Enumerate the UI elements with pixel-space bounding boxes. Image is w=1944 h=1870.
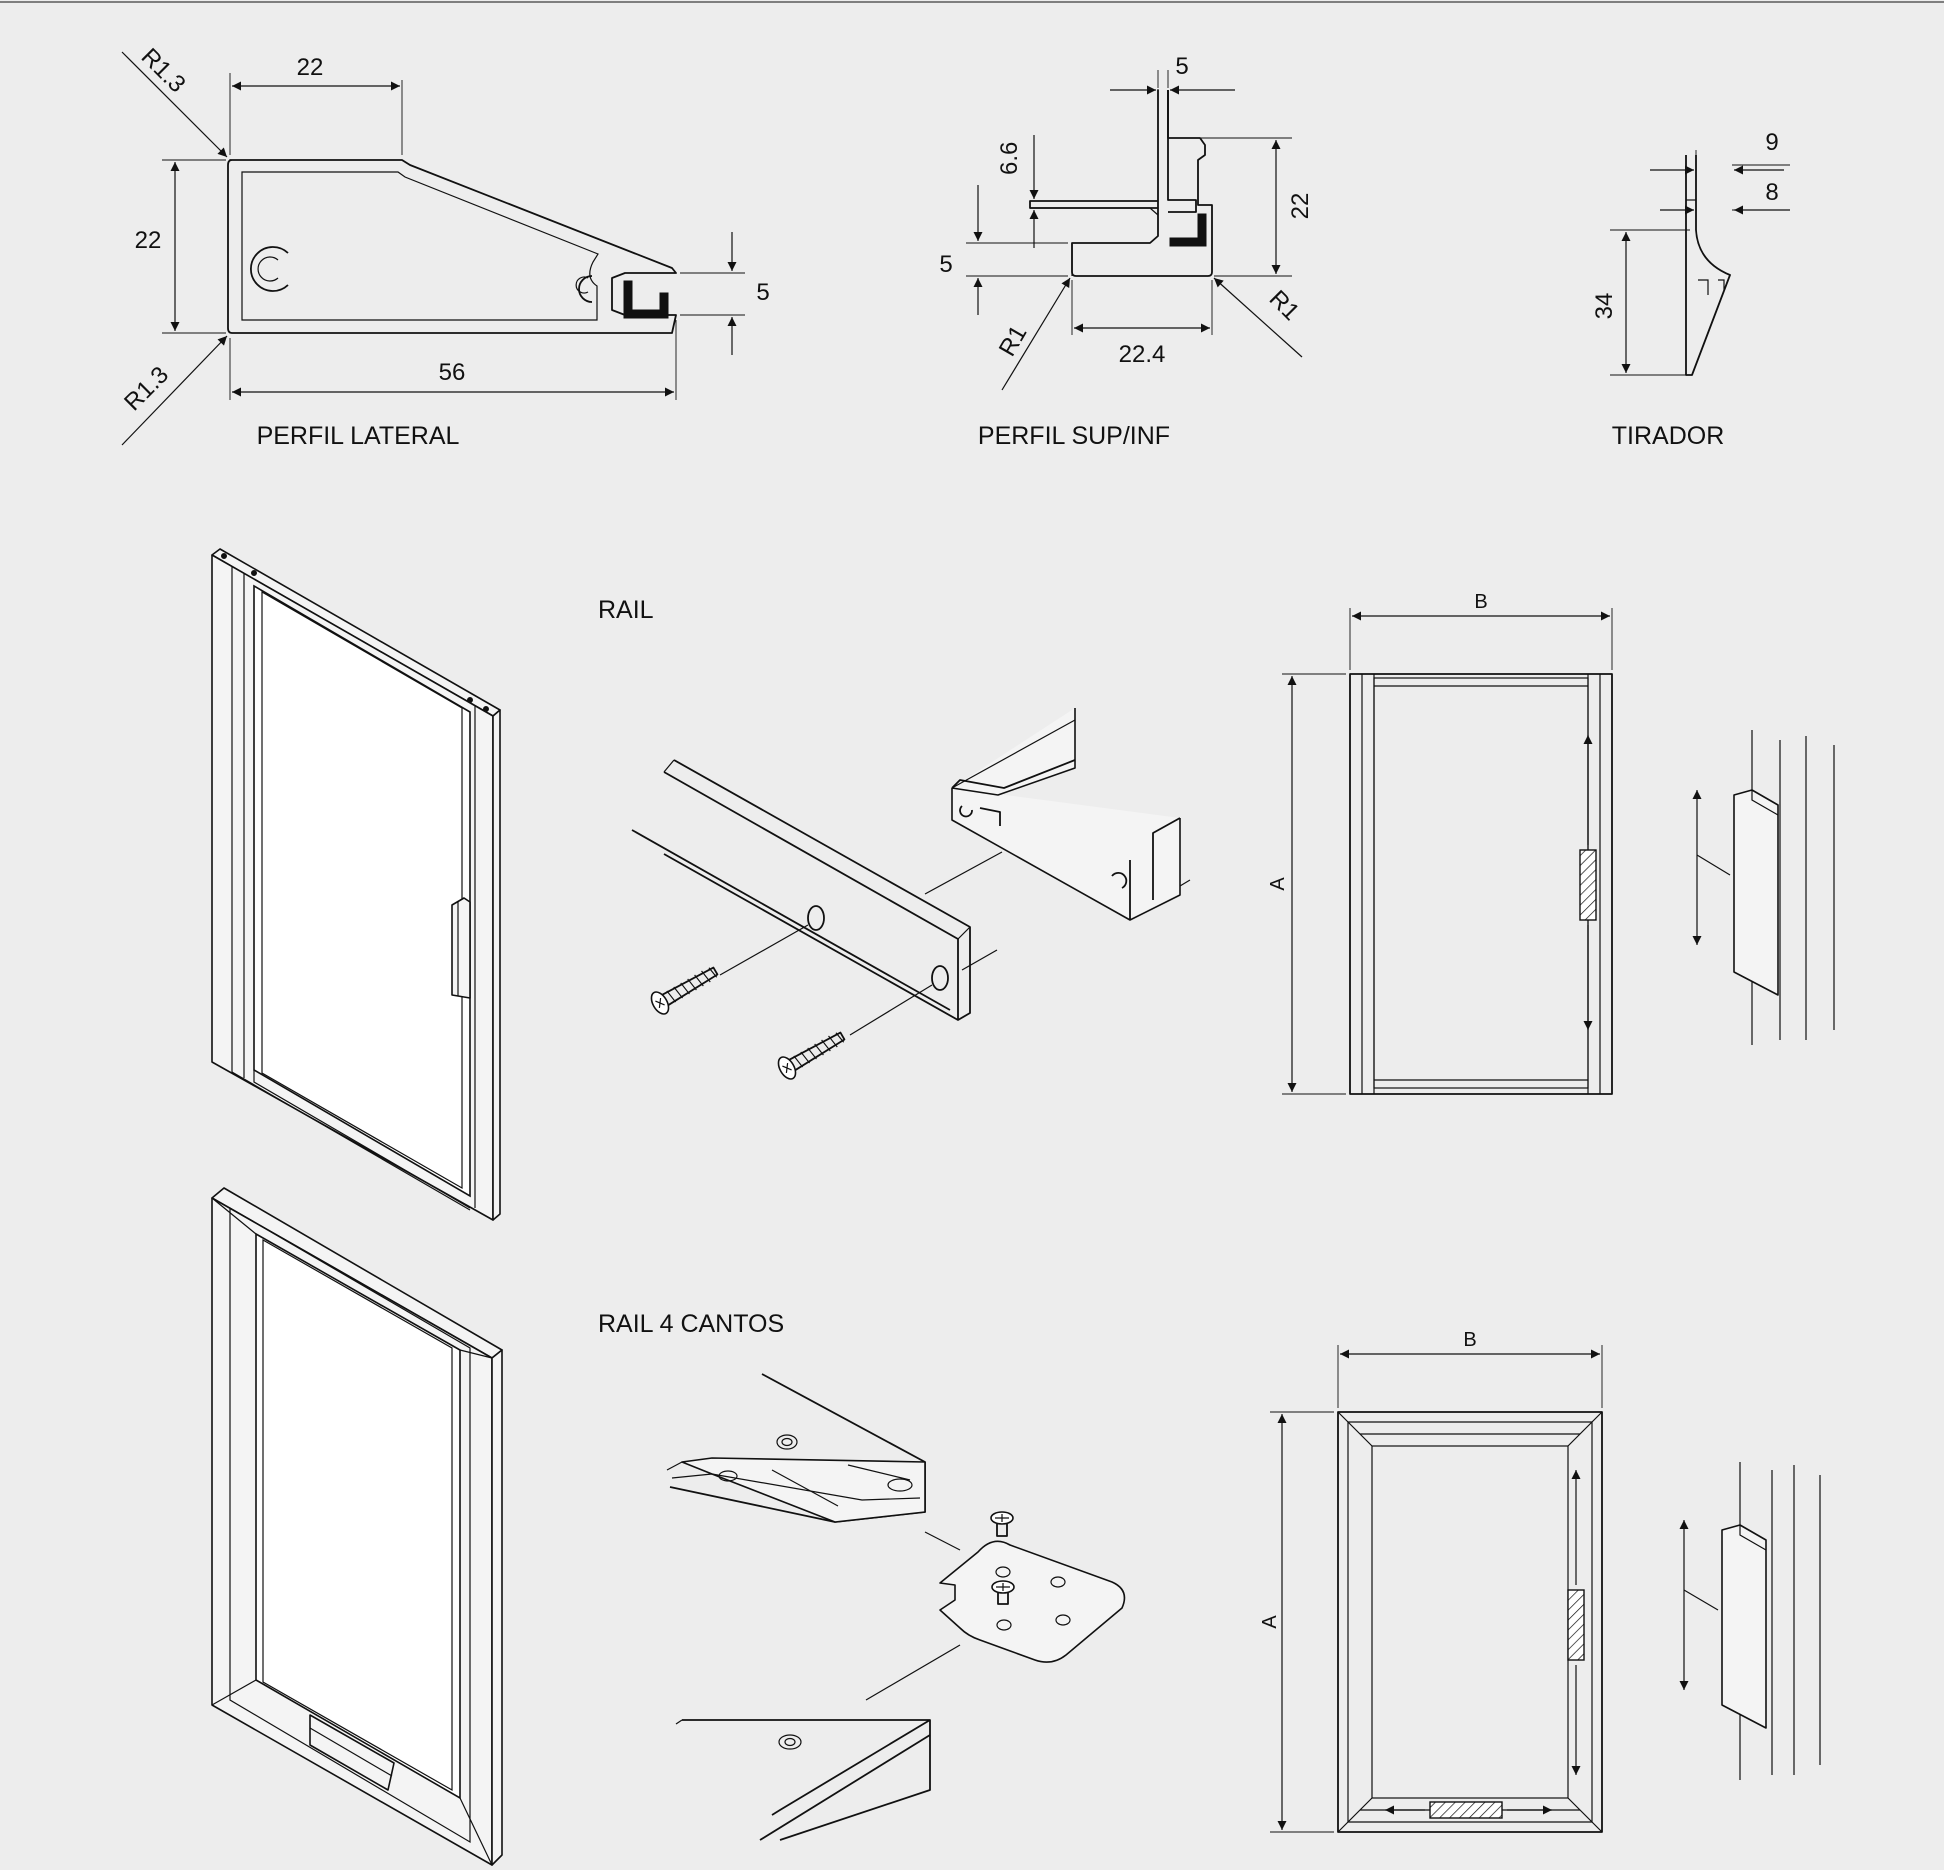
tirador-caption: TIRADOR [1612,422,1725,450]
tirador-gap-dim: 8 [1765,179,1778,206]
lateral-radius-top-dim: R1.3 [136,43,191,98]
perfil-lateral-section: 22 22 56 5 R1.3 R1.3 PERFIL LATERAL [119,43,770,450]
rail-handle-detail [1692,730,1835,1045]
rail-exploded-detail: RAIL [598,596,1191,1080]
perfil-sup-inf-caption: PERFIL SUP/INF [978,422,1170,450]
rail-4-cantos-exploded-detail: RAIL 4 CANTOS [598,1310,1126,1841]
sup-inf-step-dim: 6.6 [996,142,1023,175]
rail-width-label: B [1474,591,1487,613]
rail-4-cantos-handle-detail [1679,1462,1821,1780]
rail-4-cantos-door-isometric [211,1187,503,1866]
perfil-sup-inf-section: 5 6.6 5 22 22.4 R1 R1 PERFIL SUP/INF [939,53,1314,450]
tirador-top-dim: 9 [1765,129,1778,156]
sup-inf-width-dim: 22.4 [1119,341,1166,368]
tirador-height-dim: 34 [1591,293,1618,320]
tirador-section: 9 8 34 TIRADOR [1591,129,1790,450]
perfil-lateral-caption: PERFIL LATERAL [257,422,460,450]
rail-height-label: A [1267,877,1289,891]
lateral-lip-dim: 5 [756,279,769,306]
lateral-width-top-dim: 22 [297,54,324,81]
rail-4-cantos-width-label: B [1463,1329,1476,1351]
lateral-radius-bottom-dim: R1.3 [119,361,174,416]
lateral-height-dim: 22 [135,227,162,254]
sup-inf-lip-top-dim: 5 [1175,53,1188,80]
sup-inf-radius-left-dim: R1 [994,321,1033,361]
sup-inf-height-dim: 22 [1287,193,1314,220]
rail-caption: RAIL [598,596,654,624]
sup-inf-base-dim: 5 [939,251,952,278]
rail-front-view: B A [1267,591,1613,1095]
sup-inf-radius-right-dim: R1 [1264,285,1305,326]
rail-4-cantos-height-label: A [1259,1615,1281,1629]
lateral-width-total-dim: 56 [439,359,466,386]
rail-4-cantos-front-view: B A [1259,1329,1603,1833]
rail-4-cantos-caption: RAIL 4 CANTOS [598,1310,784,1338]
rail-door-isometric [211,548,501,1221]
